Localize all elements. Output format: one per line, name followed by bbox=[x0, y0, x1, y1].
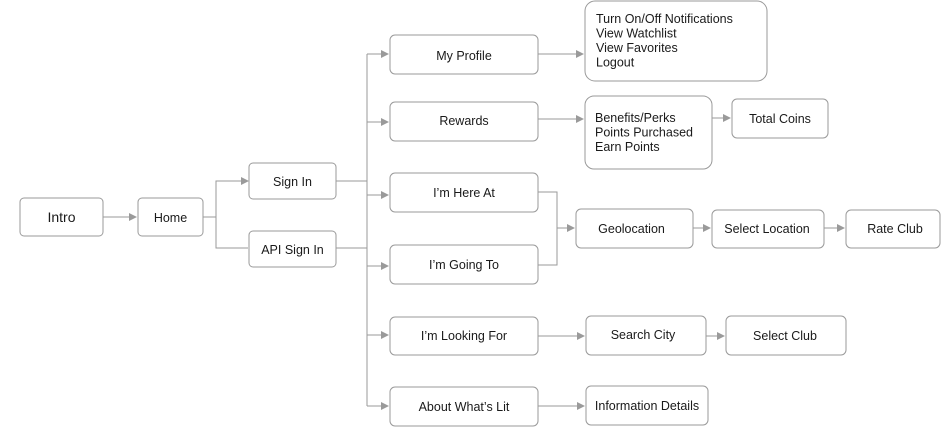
rewards-option: Benefits/Perks bbox=[595, 111, 676, 125]
node-search-city: Search City bbox=[585, 315, 707, 356]
node-im-here-at-label: I’m Here At bbox=[433, 186, 495, 200]
profile-option: Turn On/Off Notifications bbox=[596, 12, 733, 26]
node-my-profile: My Profile bbox=[389, 34, 539, 75]
node-sign-in: Sign In bbox=[248, 162, 337, 200]
node-geolocation-label: Geolocation bbox=[598, 222, 665, 236]
node-total-coins-label: Total Coins bbox=[749, 112, 811, 126]
connectors bbox=[103, 50, 845, 410]
node-profile-options: Turn On/Off Notifications View Watchlist… bbox=[584, 0, 768, 82]
node-information-details-label: Information Details bbox=[595, 399, 699, 413]
node-im-looking-for: I’m Looking For bbox=[389, 316, 539, 356]
node-rewards-options: Benefits/Perks Points Purchased Earn Poi… bbox=[584, 95, 713, 170]
node-api-sign-in: API Sign In bbox=[248, 230, 337, 268]
profile-option: View Watchlist bbox=[596, 27, 677, 41]
node-about-whats-lit: About What’s Lit bbox=[389, 386, 539, 427]
node-intro: Intro bbox=[19, 197, 104, 237]
node-rewards: Rewards bbox=[389, 101, 539, 142]
node-select-club: Select Club bbox=[725, 315, 847, 356]
edge-imhereat-merge bbox=[538, 191, 558, 266]
node-home-label: Home bbox=[154, 211, 187, 225]
node-intro-label: Intro bbox=[47, 209, 75, 225]
node-im-going-to-label: I’m Going To bbox=[429, 258, 499, 272]
profile-option: Logout bbox=[596, 56, 635, 70]
edge-home-apisignin bbox=[215, 217, 248, 249]
node-api-sign-in-label: API Sign In bbox=[261, 243, 324, 257]
node-sign-in-label: Sign In bbox=[273, 175, 312, 189]
profile-option: View Favorites bbox=[596, 41, 678, 55]
node-select-location-label: Select Location bbox=[724, 222, 810, 236]
node-rate-club-label: Rate Club bbox=[867, 222, 923, 236]
node-geolocation: Geolocation bbox=[575, 208, 694, 249]
node-home: Home bbox=[137, 197, 204, 237]
node-im-here-at: I’m Here At bbox=[389, 172, 539, 213]
node-select-club-label: Select Club bbox=[753, 329, 817, 343]
node-search-city-label: Search City bbox=[611, 328, 676, 342]
node-im-going-to: I’m Going To bbox=[389, 244, 539, 285]
node-rewards-label: Rewards bbox=[439, 114, 488, 128]
rewards-option: Points Purchased bbox=[595, 126, 693, 140]
node-my-profile-label: My Profile bbox=[436, 49, 492, 63]
edge-home-signin bbox=[203, 177, 249, 218]
node-select-location: Select Location bbox=[711, 209, 825, 249]
node-rate-club: Rate Club bbox=[845, 209, 941, 249]
node-information-details: Information Details bbox=[585, 385, 709, 426]
node-about-whats-lit-label: About What’s Lit bbox=[419, 400, 510, 414]
node-total-coins: Total Coins bbox=[731, 98, 829, 139]
rewards-option: Earn Points bbox=[595, 140, 660, 154]
node-im-looking-for-label: I’m Looking For bbox=[421, 329, 507, 343]
